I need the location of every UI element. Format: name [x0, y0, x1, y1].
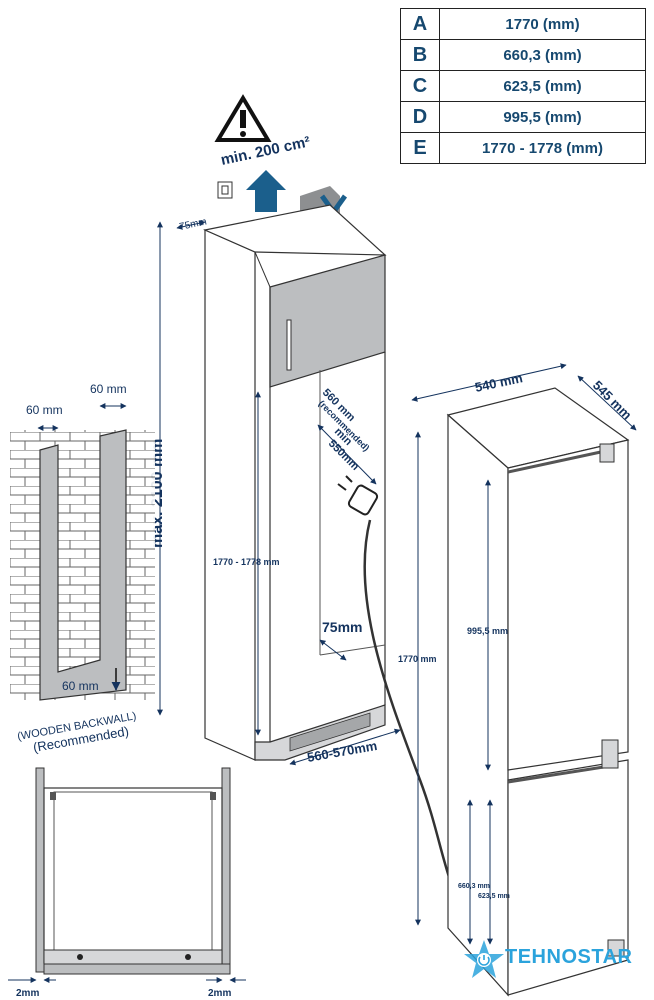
spec-key: E: [400, 132, 440, 164]
spec-value: 995,5 (mm): [439, 101, 646, 133]
spec-row: A 1770 (mm): [400, 8, 646, 40]
fridge: [446, 387, 630, 997]
wooden-backwall: [10, 429, 155, 701]
gap-left-label: 2mm: [16, 988, 39, 999]
gap-right-label: 2mm: [208, 988, 231, 999]
backwall-dim-left: 60 mm: [26, 403, 63, 417]
spec-value: 1770 (mm): [439, 8, 646, 40]
spec-value: 1770 - 1778 (mm): [439, 132, 646, 164]
wall-socket-icon: [217, 181, 233, 199]
power-cord: [363, 519, 452, 881]
fridge-height-label: 1770 mm: [398, 654, 437, 664]
backwall-dim-right: 60 mm: [90, 382, 127, 396]
spec-row: C 623,5 (mm): [400, 70, 646, 102]
spec-row: D 995,5 (mm): [400, 101, 646, 133]
cross-section: [35, 767, 231, 975]
lower-door-label: 660,3 mm: [458, 883, 490, 890]
lower-door-inner-label: 623,5 mm: [478, 893, 510, 900]
brand-logo-icon: [464, 940, 504, 978]
cabinet: [203, 204, 387, 761]
spec-row: B 660,3 (mm): [400, 39, 646, 71]
bottom-gap-label: 75mm: [322, 619, 362, 635]
airflow-arrow-icon: [246, 170, 286, 212]
top-gap-label: 75mm: [178, 216, 207, 233]
brand-name: TEHNOSTAR: [505, 946, 633, 968]
fridge-width-label: 540 mm: [474, 370, 524, 395]
backwall-dim-bottom: 60 mm: [62, 679, 99, 693]
fridge-depth-label: 545 mm: [590, 378, 635, 423]
spec-key: C: [400, 70, 440, 102]
niche-height-label: 1770 - 1778 mm: [213, 557, 280, 567]
spec-row: E 1770 - 1778 (mm): [400, 132, 646, 164]
spec-key: D: [400, 101, 440, 133]
spec-key: B: [400, 39, 440, 71]
spec-value: 660,3 (mm): [439, 39, 646, 71]
power-plug-icon: [337, 475, 379, 516]
warning-icon: [214, 94, 272, 142]
spec-key: A: [400, 8, 440, 40]
spec-table: A 1770 (mm) B 660,3 (mm) C 623,5 (mm) D …: [400, 8, 646, 164]
upper-door-label: 995,5 mm: [467, 626, 508, 636]
spec-value: 623,5 (mm): [439, 70, 646, 102]
